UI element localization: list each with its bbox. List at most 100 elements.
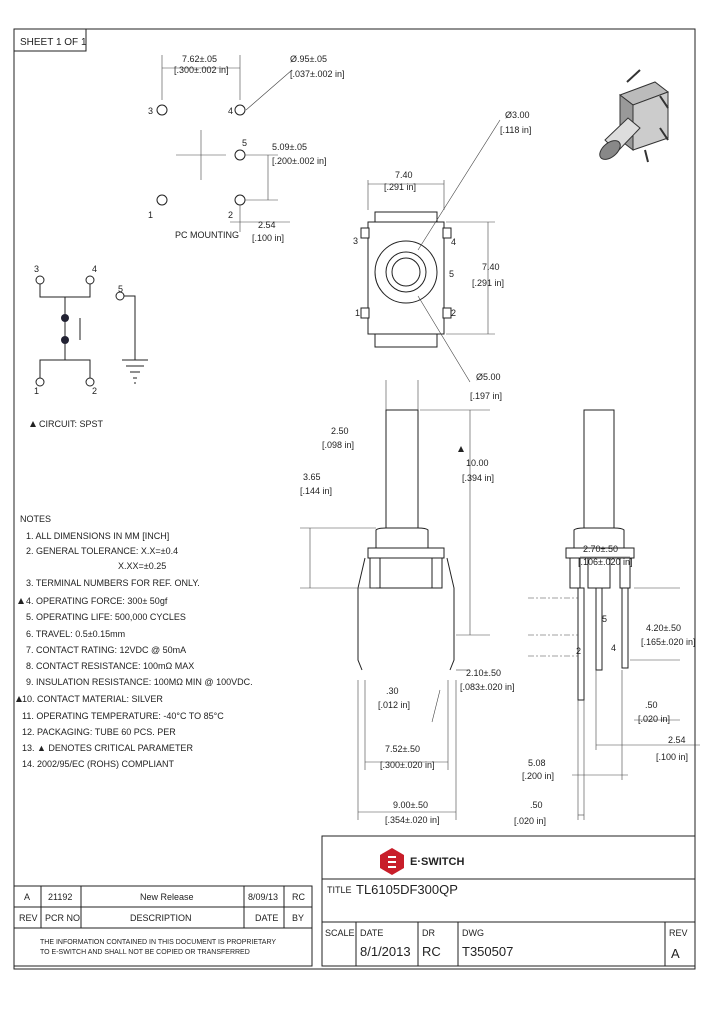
dr-label: DR bbox=[422, 928, 435, 938]
circuit-pin-3: 3 bbox=[34, 264, 39, 274]
rev-row-by: RC bbox=[292, 892, 305, 902]
top-outer-circle bbox=[374, 240, 438, 304]
note-2b: X.XX=±0.25 bbox=[118, 561, 166, 571]
pcb-hole-3 bbox=[156, 104, 168, 116]
date-label: DATE bbox=[360, 928, 383, 938]
pcb-pin-2: 2 bbox=[228, 210, 233, 220]
side-dim-lead-in: [.083±.020 in] bbox=[460, 682, 514, 692]
side-dim-t-in: [.012 in] bbox=[378, 700, 410, 710]
side-view-front: 2.50 [.098 in] 3.65 [.144 in] 10.00 [.39… bbox=[300, 380, 514, 825]
side2-dim-b-in: [.165±.020 in] bbox=[641, 637, 695, 647]
top-dim-h-in: [.291 in] bbox=[472, 278, 504, 288]
side2-dim-e: 5.08 bbox=[528, 758, 546, 768]
note-8: 8. CONTACT RESISTANCE: 100mΩ MAX bbox=[26, 661, 194, 671]
top-dim-d-inner-in: [.118 in] bbox=[500, 125, 531, 135]
note-1: 1. ALL DIMENSIONS IN MM [INCH] bbox=[26, 531, 169, 541]
note-9: 9. INSULATION RESISTANCE: 100MΩ MIN @ 10… bbox=[26, 677, 253, 687]
iso-view-image bbox=[599, 69, 670, 163]
side-view-right: 5 2 4 2.70±.50 [.106±.020 in] 4.20±.50 [… bbox=[514, 409, 700, 826]
pcb-dim-vert: 5.09±.05 bbox=[272, 142, 307, 152]
side-dim-h1-in: [.144 in] bbox=[300, 486, 332, 496]
top-dim-h: 7.40 bbox=[482, 262, 500, 272]
rev-label: REV bbox=[669, 928, 688, 938]
side2-dim-a-in: [.106±.020 in] bbox=[578, 557, 632, 567]
side-dim-h2-in: [.394 in] bbox=[462, 473, 494, 483]
note-12: 12. PACKAGING: TUBE 60 PCS. PER bbox=[22, 727, 176, 737]
side2-dim-c: .50 bbox=[645, 700, 658, 710]
side-dim-t: .30 bbox=[386, 686, 399, 696]
note-3: 3. TERMINAL NUMBERS FOR REF. ONLY. bbox=[26, 578, 200, 588]
notes-title: NOTES bbox=[20, 514, 51, 524]
side-dim-act-w: 2.50 bbox=[331, 426, 349, 436]
side2-pin-4: 4 bbox=[611, 643, 616, 653]
rev-header-date: DATE bbox=[255, 913, 278, 923]
pcb-hole-4 bbox=[234, 104, 246, 116]
dwg-label: DWG bbox=[462, 928, 484, 938]
eswitch-logo: E·SWITCH bbox=[380, 848, 464, 875]
rev-row-date: 8/09/13 bbox=[248, 892, 278, 902]
top-pin-5: 5 bbox=[449, 269, 454, 279]
actuator bbox=[385, 409, 419, 531]
rev-value: A bbox=[671, 946, 680, 961]
side2-dim-d-in: [.100 in] bbox=[656, 752, 688, 762]
title-label: TITLE bbox=[327, 885, 352, 895]
note-5: 5. OPERATING LIFE: 500,000 CYCLES bbox=[26, 612, 186, 622]
pcb-pin-4: 4 bbox=[228, 106, 233, 116]
pcb-pin-5: 5 bbox=[242, 138, 247, 148]
side2-dim-d: 2.54 bbox=[668, 735, 686, 745]
pcb-dim-hole-in: [.037±.002 in] bbox=[290, 69, 344, 79]
notes-block: NOTES 1. ALL DIMENSIONS IN MM [INCH] 2. … bbox=[16, 514, 253, 769]
sheet-label: SHEET 1 OF 1 bbox=[20, 37, 87, 48]
date-value: 8/1/2013 bbox=[360, 944, 411, 959]
note-6: 6. TRAVEL: 0.5±0.15mm bbox=[26, 629, 125, 639]
pcb-pin-1: 1 bbox=[148, 210, 153, 220]
side2-dim-f-in: [.020 in] bbox=[514, 816, 546, 826]
rev-row-pcr: 21192 bbox=[48, 892, 72, 902]
rev-header-desc: DESCRIPTION bbox=[130, 913, 192, 923]
side2-dim-c-in: [.020 in] bbox=[638, 714, 670, 724]
side-dim-w2: 9.00±.50 bbox=[393, 800, 428, 810]
top-pin-1: 1 bbox=[355, 308, 360, 318]
rev-header-pcr: PCR NO bbox=[45, 913, 80, 923]
dr-value: RC bbox=[422, 944, 441, 959]
top-dim-w: 7.40 bbox=[395, 170, 413, 180]
note-14: 14. 2002/95/EC (ROHS) COMPLIANT bbox=[22, 759, 175, 769]
pcb-hole-2 bbox=[234, 194, 246, 206]
brand-name: E·SWITCH bbox=[410, 856, 464, 868]
side-dim-w1: 7.52±.50 bbox=[385, 744, 420, 754]
side2-dim-f: .50 bbox=[530, 800, 543, 810]
pcb-dim-bot-in: [.100 in] bbox=[252, 233, 284, 243]
rev-row-desc: New Release bbox=[140, 892, 194, 902]
top-pin-2: 2 bbox=[451, 308, 456, 318]
circuit-pin-4: 4 bbox=[92, 264, 97, 274]
side-dim-act-w-in: [.098 in] bbox=[322, 440, 354, 450]
pcb-dim-top: 7.62±.05 bbox=[182, 54, 217, 64]
side-dim-w1-in: [.300±.020 in] bbox=[380, 760, 434, 770]
top-dim-w-in: [.291 in] bbox=[384, 182, 416, 192]
top-dim-d-outer: Ø5.00 bbox=[476, 372, 501, 382]
side2-dim-b: 4.20±.50 bbox=[646, 623, 681, 633]
side2-pin-2: 2 bbox=[576, 646, 581, 656]
circuit-pin-5: 5 bbox=[118, 284, 123, 294]
pcb-pin-3: 3 bbox=[148, 106, 153, 116]
top-view: 7.40 [.291 in] 7.40 [.291 in] Ø3.00 [.11… bbox=[353, 110, 531, 401]
top-inner-circle bbox=[385, 251, 427, 293]
title-block: E·SWITCH TITLE TL6105DF300QP SCALE DATE … bbox=[321, 835, 696, 967]
pcb-hole-1 bbox=[156, 194, 168, 206]
pcb-label: PC MOUNTING bbox=[175, 230, 239, 240]
revision-table: A 21192 New Release 8/09/13 RC REV PCR N… bbox=[13, 885, 313, 967]
top-dim-d-inner: Ø3.00 bbox=[505, 110, 530, 120]
rev-header-rev: REV bbox=[19, 913, 38, 923]
circuit-schematic: 3 4 5 1 2 CIRCUIT: SPST bbox=[30, 264, 148, 429]
part-title: TL6105DF300QP bbox=[356, 882, 458, 897]
side-dim-lead: 2.10±.50 bbox=[466, 668, 501, 678]
pcb-dim-vert-in: [.200±.002 in] bbox=[272, 156, 326, 166]
scale-label: SCALE bbox=[325, 928, 355, 938]
circuit-pin-2: 2 bbox=[92, 386, 97, 396]
top-pin-4: 4 bbox=[451, 237, 456, 247]
disclaimer-line-2: TO E-SWITCH AND SHALL NOT BE COPIED OR T… bbox=[40, 949, 250, 956]
disclaimer-line-1: THE INFORMATION CONTAINED IN THIS DOCUME… bbox=[40, 939, 276, 946]
rev-row-rev: A bbox=[24, 892, 30, 902]
note-11: 11. OPERATING TEMPERATURE: -40°C TO 85°C bbox=[22, 711, 224, 721]
